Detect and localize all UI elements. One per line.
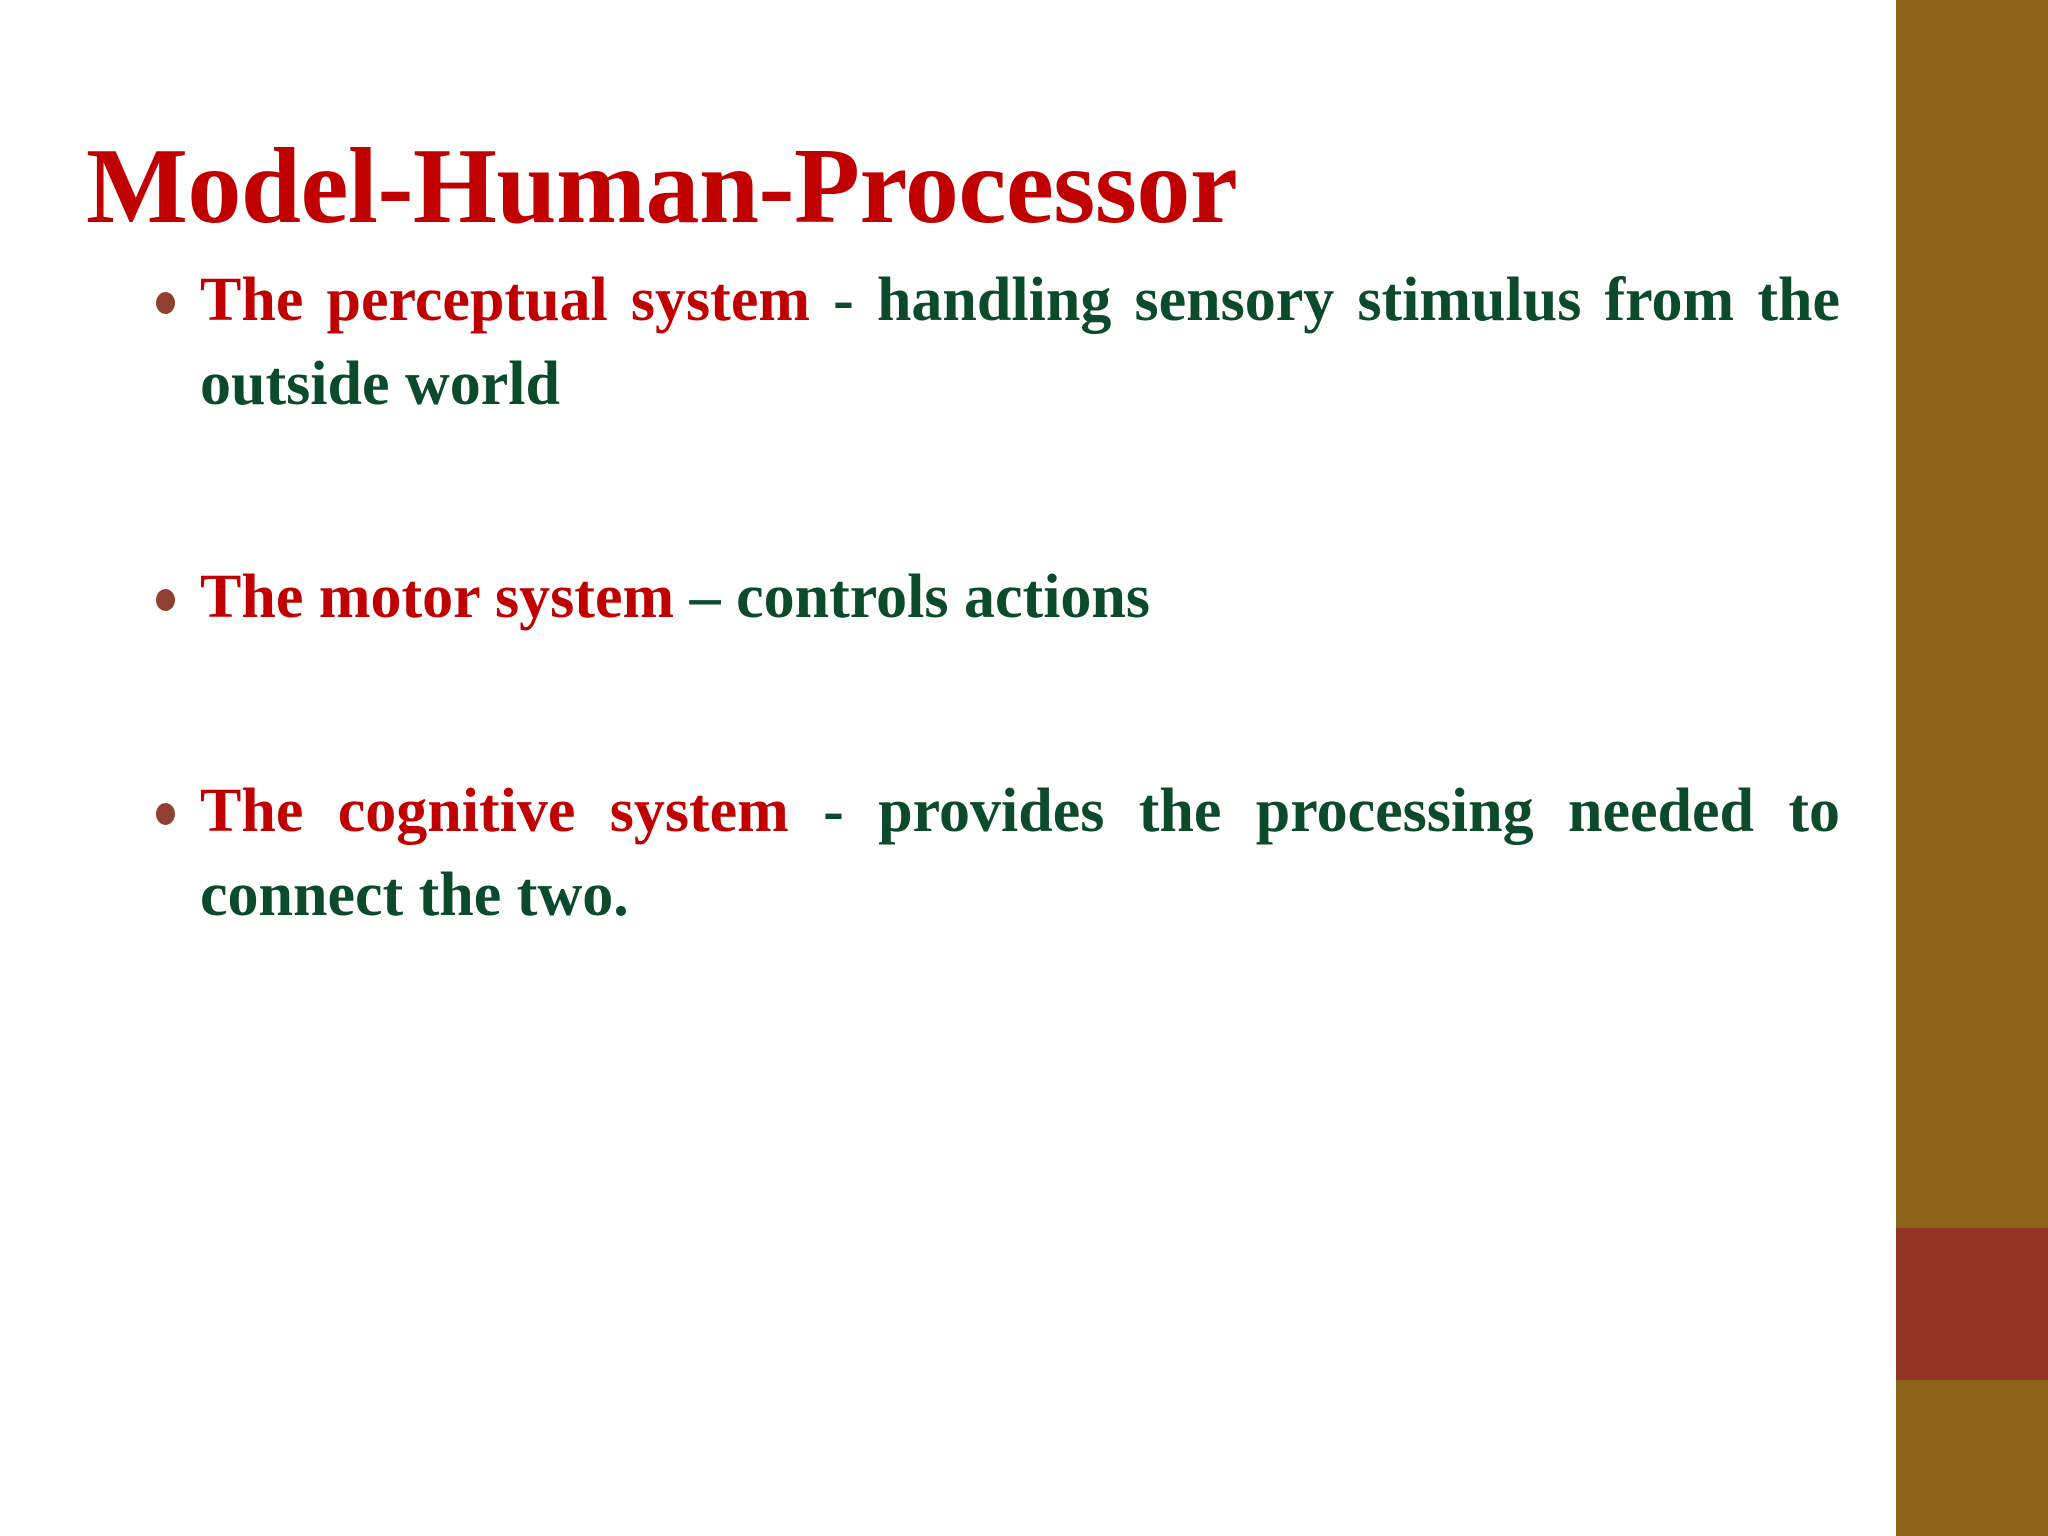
bullet-1-highlight: The perceptual system: [200, 266, 810, 334]
list-item: The perceptual system - handling sensory…: [140, 258, 1840, 427]
list-item: The cognitive system - provides the proc…: [140, 769, 1840, 938]
bullet-list: The perceptual system - handling sensory…: [140, 258, 1840, 938]
list-item: The motor system – controls actions: [140, 555, 1840, 639]
page-title: Model-Human-Processor: [86, 127, 1238, 247]
bullet-2-text: – controls actions: [674, 562, 1151, 631]
bullet-1-text: - handling sensory stimulus from the out…: [200, 266, 1840, 419]
sidebar-accent-band: [1896, 1228, 2048, 1380]
sidebar-decoration: [1896, 0, 2048, 1536]
bullet-3-text: - provides the processing needed to conn…: [200, 776, 1840, 930]
bullet-2-highlight: The motor system: [200, 562, 675, 631]
bullet-3-highlight: The cognitive system: [200, 776, 789, 845]
